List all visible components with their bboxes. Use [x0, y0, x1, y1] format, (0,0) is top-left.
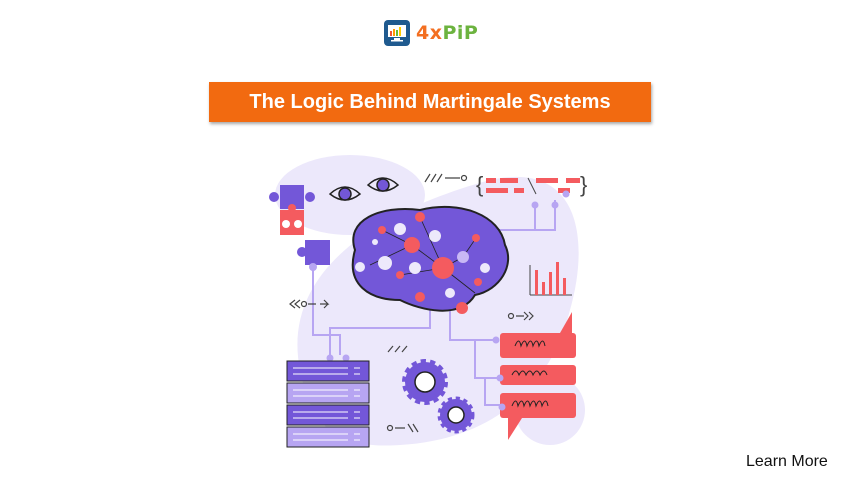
- page-title: The Logic Behind Martingale Systems: [249, 90, 611, 113]
- brand-name-part2: PiP: [442, 22, 479, 44]
- decorative-marks: [289, 173, 534, 433]
- monitor-chart-logo-icon: [384, 20, 410, 46]
- eyes-icon: [328, 177, 400, 201]
- learn-more-link[interactable]: Learn More: [746, 453, 828, 470]
- svg-text:{: {: [476, 172, 483, 197]
- bar-chart-icon: [529, 262, 572, 296]
- svg-text:}: }: [580, 172, 587, 197]
- speech-bubbles-icon: [492, 312, 576, 440]
- brand-name: 4xPiP: [416, 22, 478, 44]
- title-banner: The Logic Behind Martingale Systems: [209, 82, 651, 122]
- brand-logo: 4xPiP: [384, 20, 478, 46]
- brand-name-part1: 4x: [416, 22, 443, 44]
- connector-lines: [312, 200, 556, 406]
- code-brackets-icon: {}: [476, 172, 587, 209]
- gears-icon: [402, 359, 475, 434]
- brain-network-illustration: {}: [269, 155, 587, 448]
- brain-icon: [351, 205, 510, 314]
- server-stack-icon: [286, 354, 370, 448]
- puzzle-pieces-icon: [269, 185, 330, 271]
